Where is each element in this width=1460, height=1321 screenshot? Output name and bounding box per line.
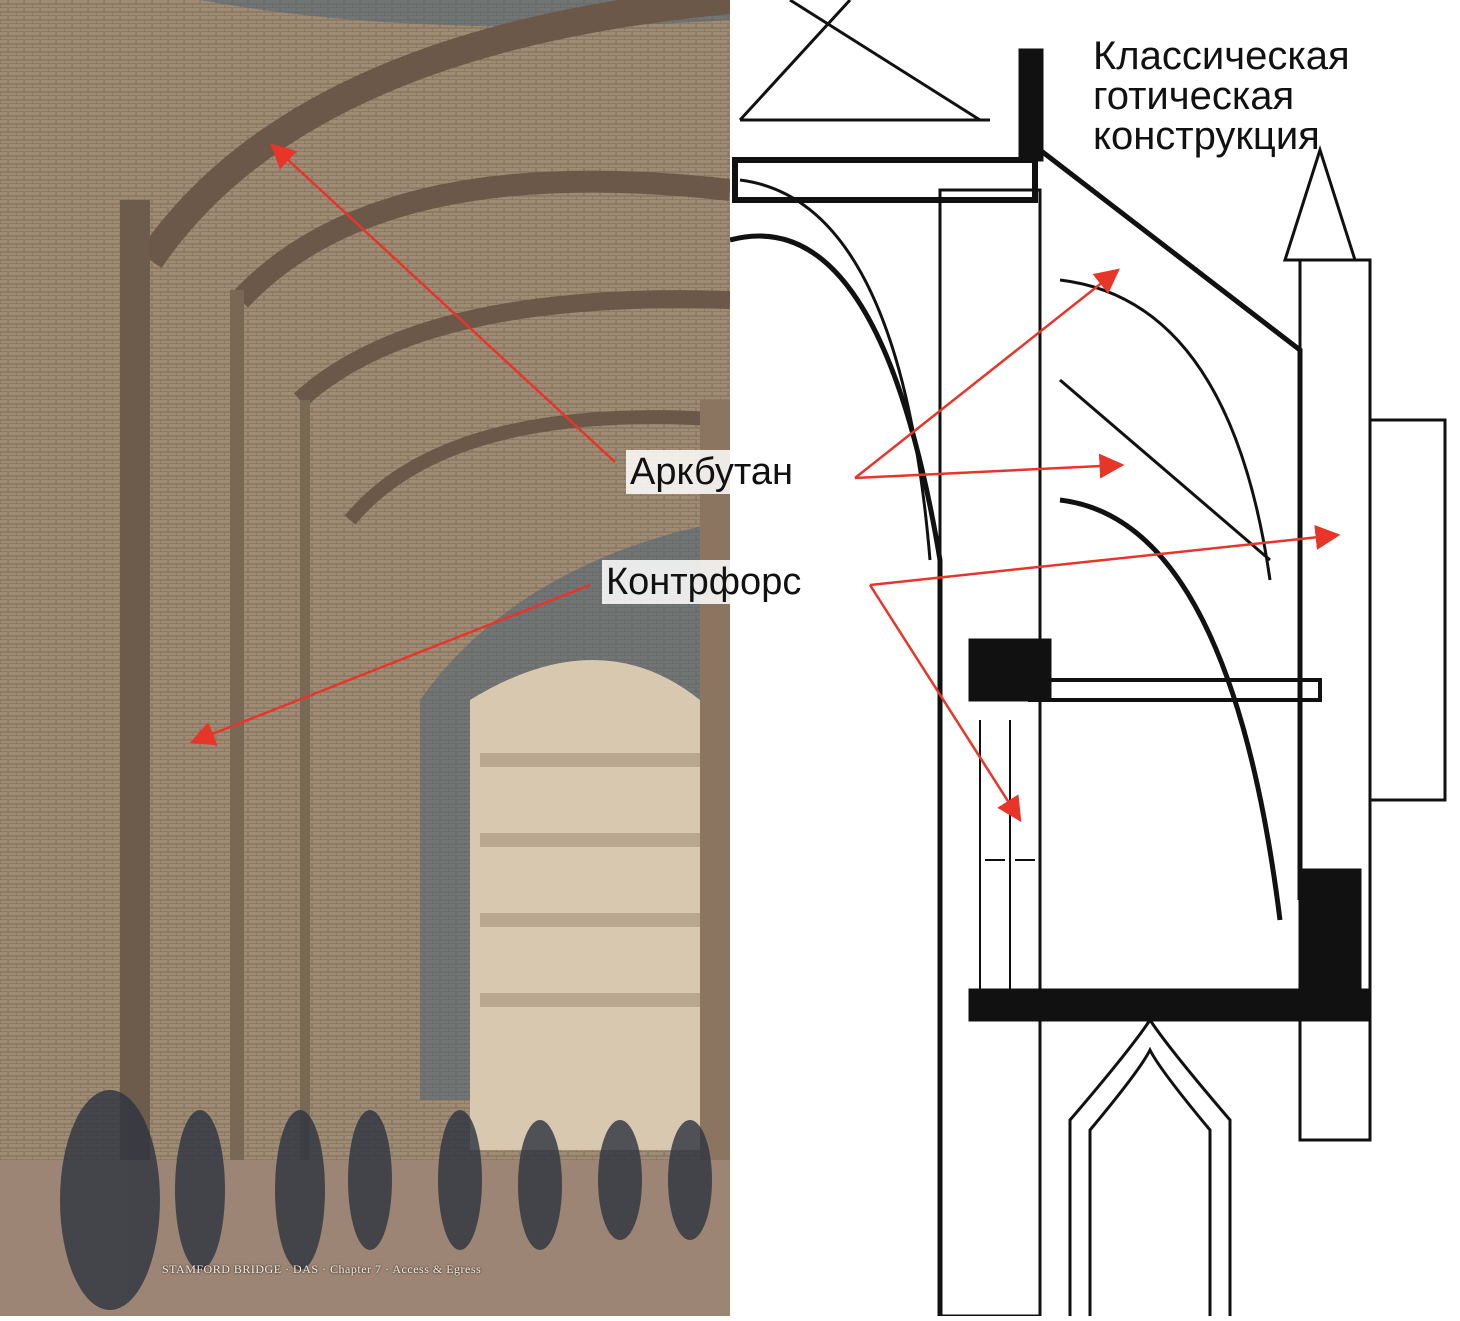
gothic-cathedral-section	[729, 0, 1447, 1318]
arrow-buttress-pier	[869, 524, 1341, 587]
label-buttress: Контрфорс	[602, 560, 806, 604]
arrow-buttress-lower	[868, 584, 1022, 823]
stadium-render-photo: STAMFORD BRIDGE · DAS · Chapter 7 · Acce…	[0, 0, 730, 1316]
title-line: конструкция	[1093, 114, 1320, 158]
label-flying-buttress: Аркбутан	[626, 450, 797, 494]
arrow-flying-buttress-lower	[854, 453, 1125, 480]
arrow-buttress-photo	[189, 583, 591, 746]
arrow-flying-buttress-upper	[854, 268, 1120, 479]
brick-arches-illustration	[0, 0, 730, 1316]
gothic-section-drawing	[729, 0, 1460, 1318]
title-line: готическая	[1093, 74, 1295, 118]
title-line: Классическая	[1093, 34, 1350, 78]
photo-caption: STAMFORD BRIDGE · DAS · Chapter 7 · Acce…	[162, 1262, 482, 1276]
arrow-flying-buttress-photo	[270, 143, 616, 463]
diagram-title: Классическая готическая конструкция	[1093, 36, 1350, 156]
